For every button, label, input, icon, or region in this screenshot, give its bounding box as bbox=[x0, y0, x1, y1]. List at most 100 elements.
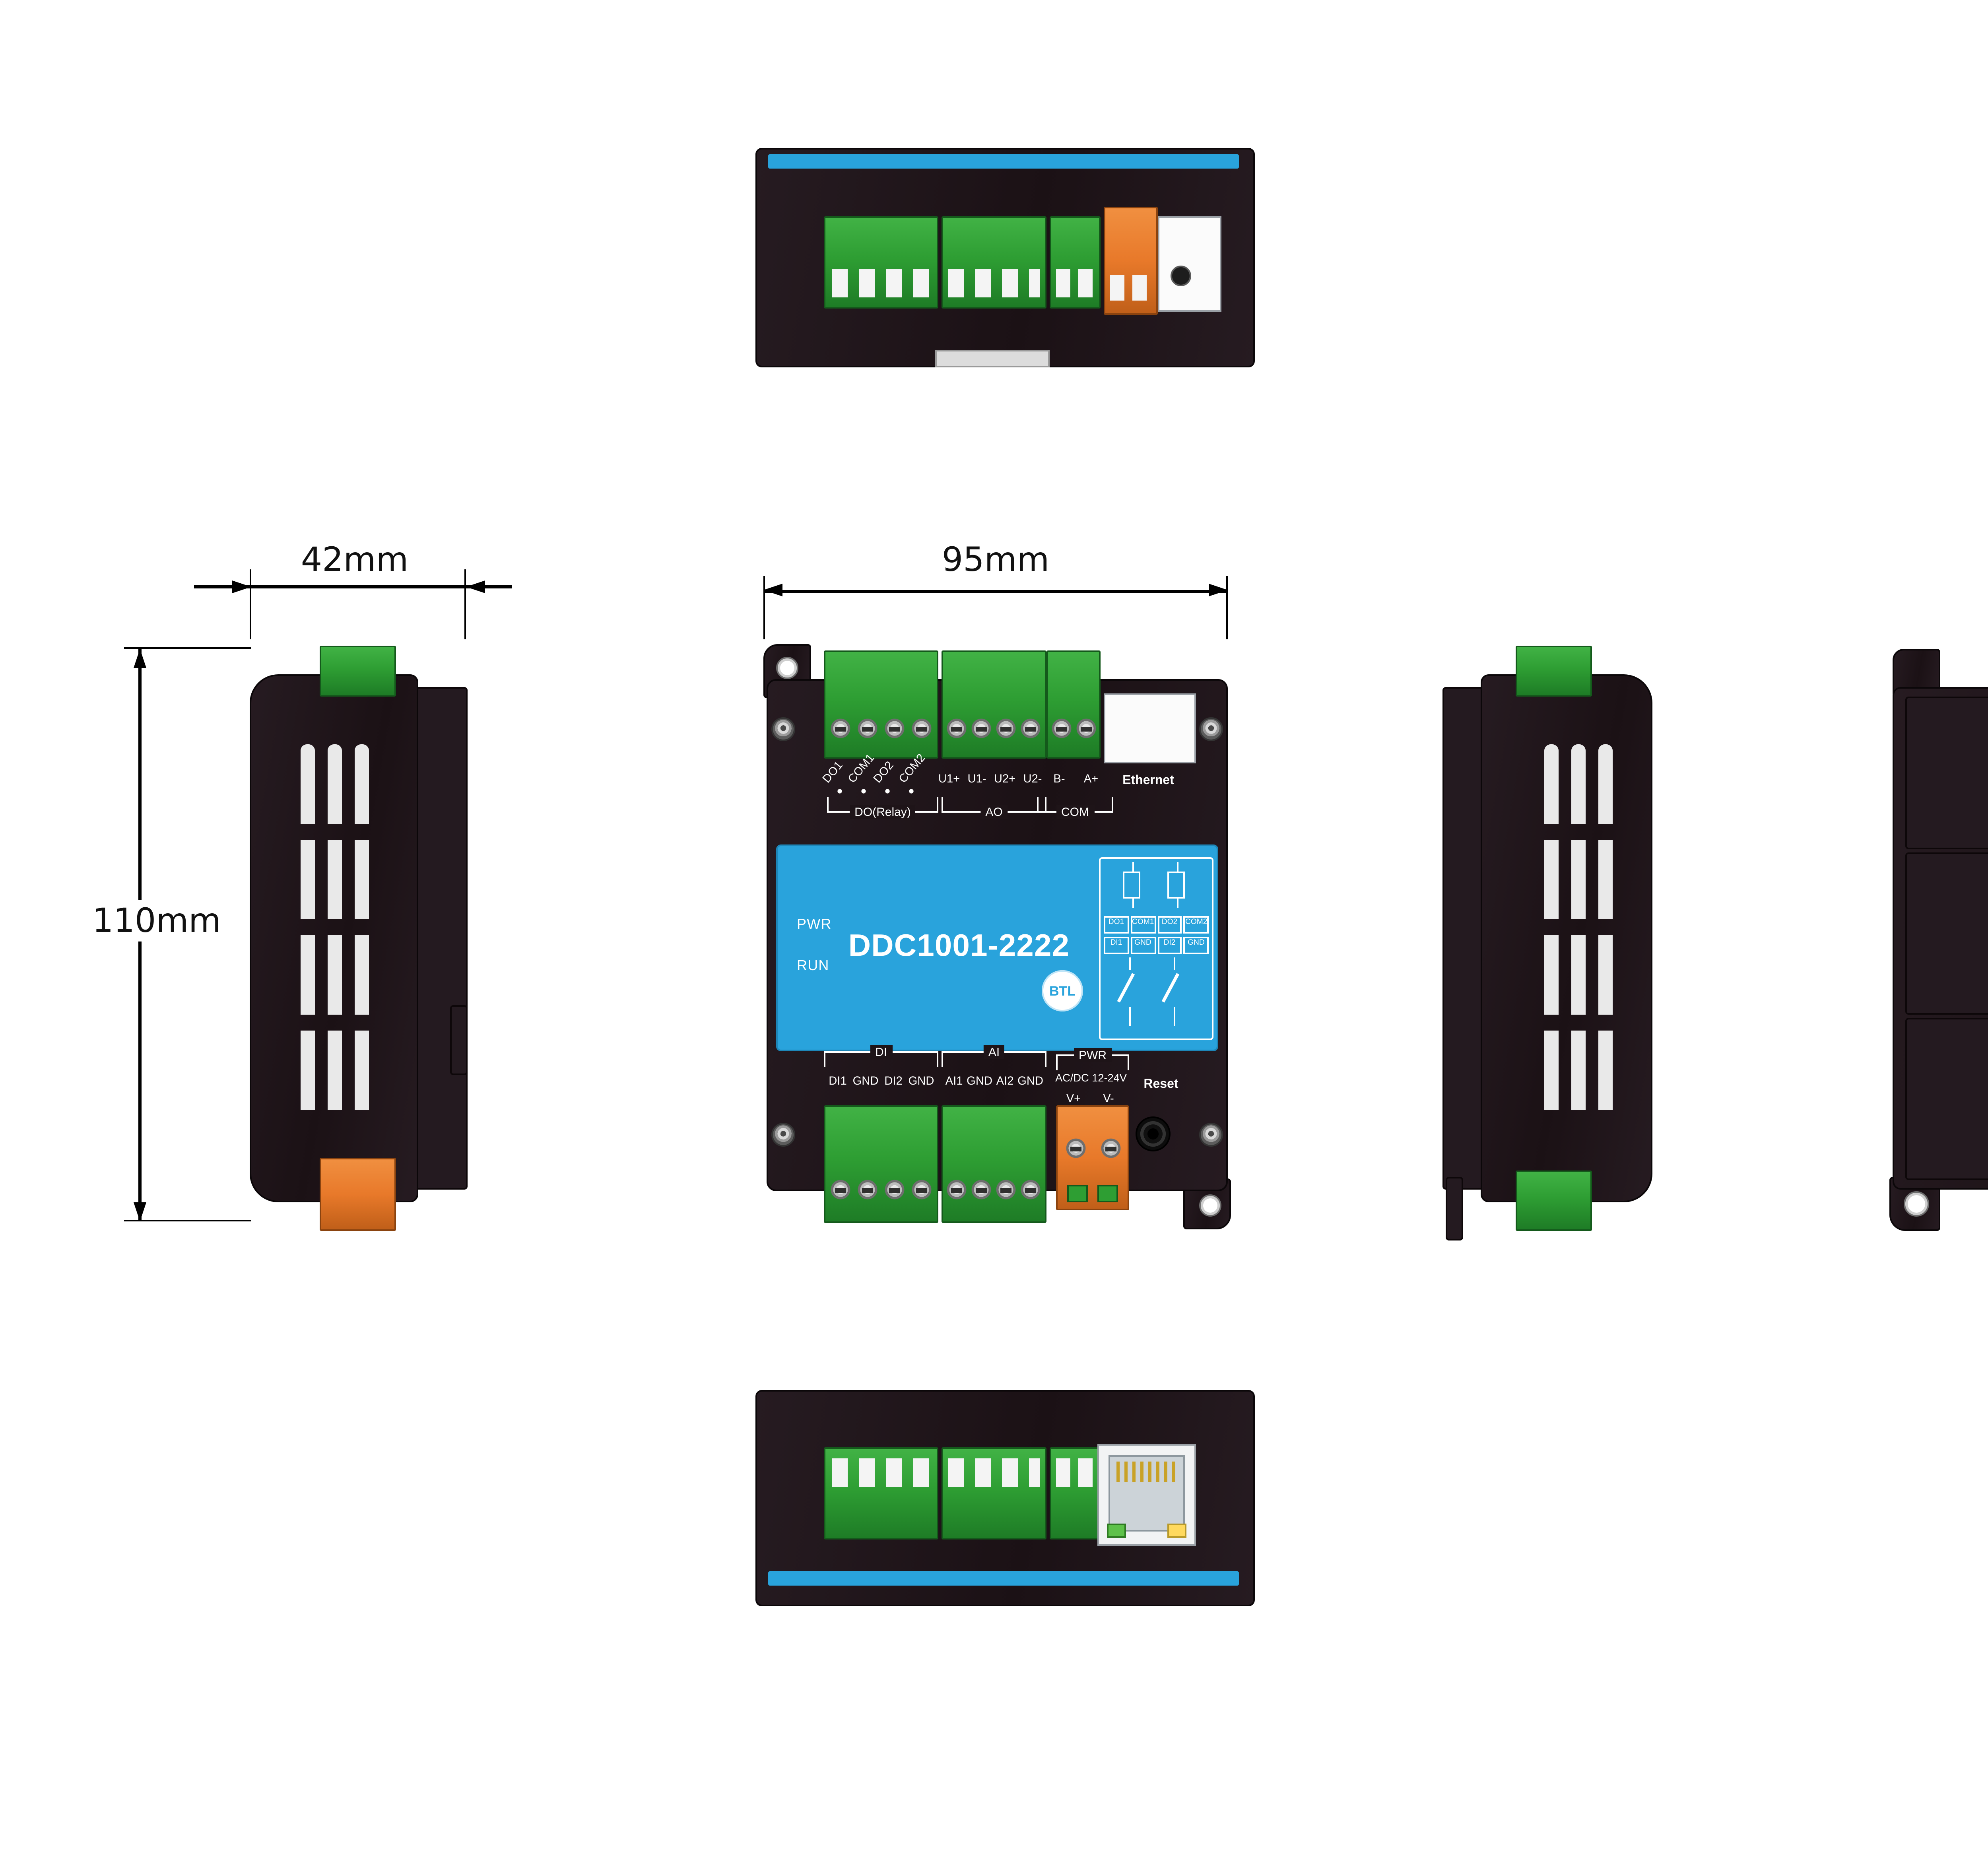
extension-line bbox=[763, 576, 765, 639]
din-rail-slot-tab bbox=[935, 350, 1050, 367]
pwr-led-label: PWR bbox=[797, 916, 832, 932]
terminal-block-green bbox=[824, 216, 938, 309]
label-wrap-strip bbox=[768, 1571, 1239, 1586]
back-panel-section bbox=[1905, 697, 1988, 849]
vent-grille bbox=[1571, 744, 1586, 1126]
pwr-rating-label: AC/DC 12-24V bbox=[1055, 1074, 1127, 1085]
view-back bbox=[1889, 646, 1988, 1231]
wire-clamp-green bbox=[1097, 1185, 1118, 1202]
wire-slots bbox=[1110, 275, 1151, 301]
resistor-symbol bbox=[1167, 862, 1185, 908]
wire-slots bbox=[948, 269, 1040, 297]
wire-lead bbox=[1129, 957, 1131, 970]
terminal-block-green bbox=[824, 1447, 938, 1539]
terminal-block-green bbox=[1050, 1447, 1101, 1539]
ai-group-bracket: AI bbox=[942, 1045, 1046, 1067]
wire-lead bbox=[1174, 1007, 1175, 1026]
btl-logo: BTL bbox=[1042, 970, 1083, 1011]
pwr-group-bracket: PWR bbox=[1056, 1048, 1129, 1070]
rj45-ethernet-jack bbox=[1097, 1444, 1196, 1546]
extension-line bbox=[250, 569, 251, 639]
wire-slots bbox=[1056, 1458, 1094, 1487]
view-side-right bbox=[1439, 646, 1656, 1240]
wire-lead bbox=[1129, 1007, 1131, 1026]
terminal-screw-row bbox=[827, 716, 935, 741]
ethernet-port-front bbox=[1104, 693, 1196, 763]
wire-slots bbox=[832, 269, 930, 297]
di-terminal-labels: DI1 GND DI2 GND bbox=[829, 1074, 934, 1088]
rj45-opening bbox=[1109, 1455, 1185, 1532]
com-group-label: COM bbox=[1056, 805, 1094, 819]
vent-grille bbox=[301, 744, 315, 1126]
torx-screw bbox=[771, 717, 795, 741]
di-group-label: DI bbox=[870, 1045, 892, 1059]
wire-slots bbox=[948, 1458, 1040, 1487]
arrow-right-icon bbox=[232, 580, 251, 593]
rj45-pins bbox=[1116, 1462, 1177, 1482]
extension-line bbox=[124, 1220, 251, 1221]
terminal-screw-row bbox=[943, 716, 1045, 741]
pwr-group-label: PWR bbox=[1074, 1048, 1111, 1062]
rail-plate bbox=[415, 687, 468, 1190]
arrow-left-icon bbox=[763, 584, 782, 596]
arrow-down-icon bbox=[134, 1202, 146, 1221]
com-terminal-labels: B- A+ bbox=[1053, 771, 1099, 786]
port-housing bbox=[1158, 216, 1221, 312]
wire-lead bbox=[1174, 957, 1175, 970]
front-label-panel: PWR RUN DDC1001-2222 BTL DO1 COM1 DO2 CO… bbox=[776, 844, 1218, 1051]
reset-button bbox=[1136, 1116, 1171, 1151]
terminal-block-green bbox=[1516, 1171, 1592, 1231]
vent-grille bbox=[1544, 744, 1559, 1126]
di-group-bracket: DI bbox=[824, 1045, 938, 1067]
vent-grille bbox=[1598, 744, 1613, 1126]
com-group-bracket: COM bbox=[1037, 797, 1113, 819]
terminal-block-orange bbox=[320, 1158, 396, 1231]
pwr-terminal-labels: V+ V- bbox=[1066, 1091, 1114, 1105]
terminal-block-green bbox=[1516, 646, 1592, 697]
ai-terminal-labels: AI1 GND AI2 GND bbox=[945, 1074, 1043, 1088]
vent-grille bbox=[328, 744, 342, 1126]
rail-plate bbox=[1442, 687, 1484, 1190]
back-panel-section bbox=[1905, 1018, 1988, 1180]
terminal-block-green bbox=[942, 1447, 1046, 1539]
torx-screw bbox=[1199, 717, 1223, 741]
terminal-block-do bbox=[824, 650, 938, 759]
extension-line bbox=[124, 647, 251, 649]
view-side-left bbox=[250, 646, 468, 1231]
view-bottom-edge bbox=[752, 1384, 1255, 1611]
switch-symbol bbox=[1161, 973, 1179, 1002]
button-top bbox=[1171, 266, 1191, 286]
label-wrap-strip bbox=[768, 154, 1239, 169]
terminal-block-di bbox=[824, 1105, 938, 1223]
diagram-terminal-row-1: DO1 COM1 DO2 COM2 bbox=[1104, 916, 1209, 934]
torx-screw bbox=[1199, 1123, 1223, 1147]
terminal-screw-row bbox=[1048, 716, 1099, 741]
arrow-right-icon bbox=[1209, 584, 1228, 596]
wire-slots bbox=[1056, 269, 1094, 297]
terminal-block-ao bbox=[942, 650, 1046, 759]
mounting-hole bbox=[1904, 1191, 1929, 1217]
ao-group-label: AO bbox=[980, 805, 1008, 819]
terminal-block-green bbox=[942, 216, 1046, 309]
terminal-block-pwr bbox=[1056, 1105, 1129, 1210]
arrow-left-icon bbox=[466, 580, 485, 593]
dimension-110mm-label: 110mm bbox=[89, 900, 224, 942]
wire-slots bbox=[832, 1458, 930, 1487]
ao-group-bracket: AO bbox=[942, 797, 1046, 819]
mounting-hole bbox=[776, 657, 798, 679]
terminal-block-orange bbox=[1104, 207, 1158, 315]
terminal-block-green bbox=[320, 646, 396, 697]
model-number: DDC1001-2222 bbox=[848, 929, 1070, 964]
ai-group-label: AI bbox=[983, 1045, 1005, 1059]
view-top-edge bbox=[752, 143, 1255, 375]
view-front: DO1 COM1 DO2 COM2 U1+ U1- U2+ U2- B- A+ … bbox=[763, 644, 1231, 1229]
housing-side bbox=[1481, 674, 1652, 1202]
extension-line bbox=[464, 569, 466, 639]
reset-label: Reset bbox=[1143, 1077, 1178, 1091]
arrow-up-icon bbox=[134, 649, 146, 668]
terminal-block-green bbox=[1050, 216, 1101, 309]
ao-terminal-labels: U1+ U1- U2+ U2- bbox=[938, 771, 1042, 786]
diagram-terminal-row-2: DI1 GND DI2 GND bbox=[1104, 937, 1209, 954]
terminal-block-com bbox=[1046, 650, 1101, 759]
